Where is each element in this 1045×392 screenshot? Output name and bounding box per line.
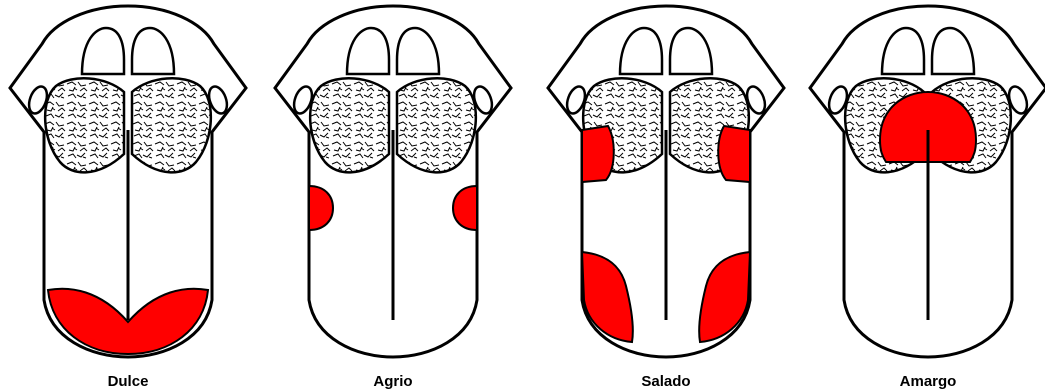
tongue-diagram-dulce: Dulce bbox=[10, 6, 246, 390]
back-left-lobe bbox=[45, 78, 124, 172]
tongue-diagram-salado: Salado bbox=[548, 6, 784, 390]
taste-region-left-side-upper bbox=[582, 126, 614, 182]
back-left-lobe bbox=[310, 78, 389, 172]
diagram-label: Salado bbox=[641, 373, 690, 390]
back-right-lobe bbox=[397, 78, 476, 172]
back-right-lobe bbox=[132, 78, 211, 172]
diagram-label: Dulce bbox=[108, 373, 149, 390]
diagram-label: Amargo bbox=[900, 373, 957, 390]
tongue-diagram-amargo: Amargo bbox=[810, 6, 1045, 390]
tongue-diagram-agrio: Agrio bbox=[275, 6, 511, 390]
taste-region-right-side-upper bbox=[718, 126, 750, 182]
diagram-label: Agrio bbox=[373, 373, 412, 390]
tongue-diagrams: Dulce Agrio Salado Amargo bbox=[10, 6, 1045, 390]
